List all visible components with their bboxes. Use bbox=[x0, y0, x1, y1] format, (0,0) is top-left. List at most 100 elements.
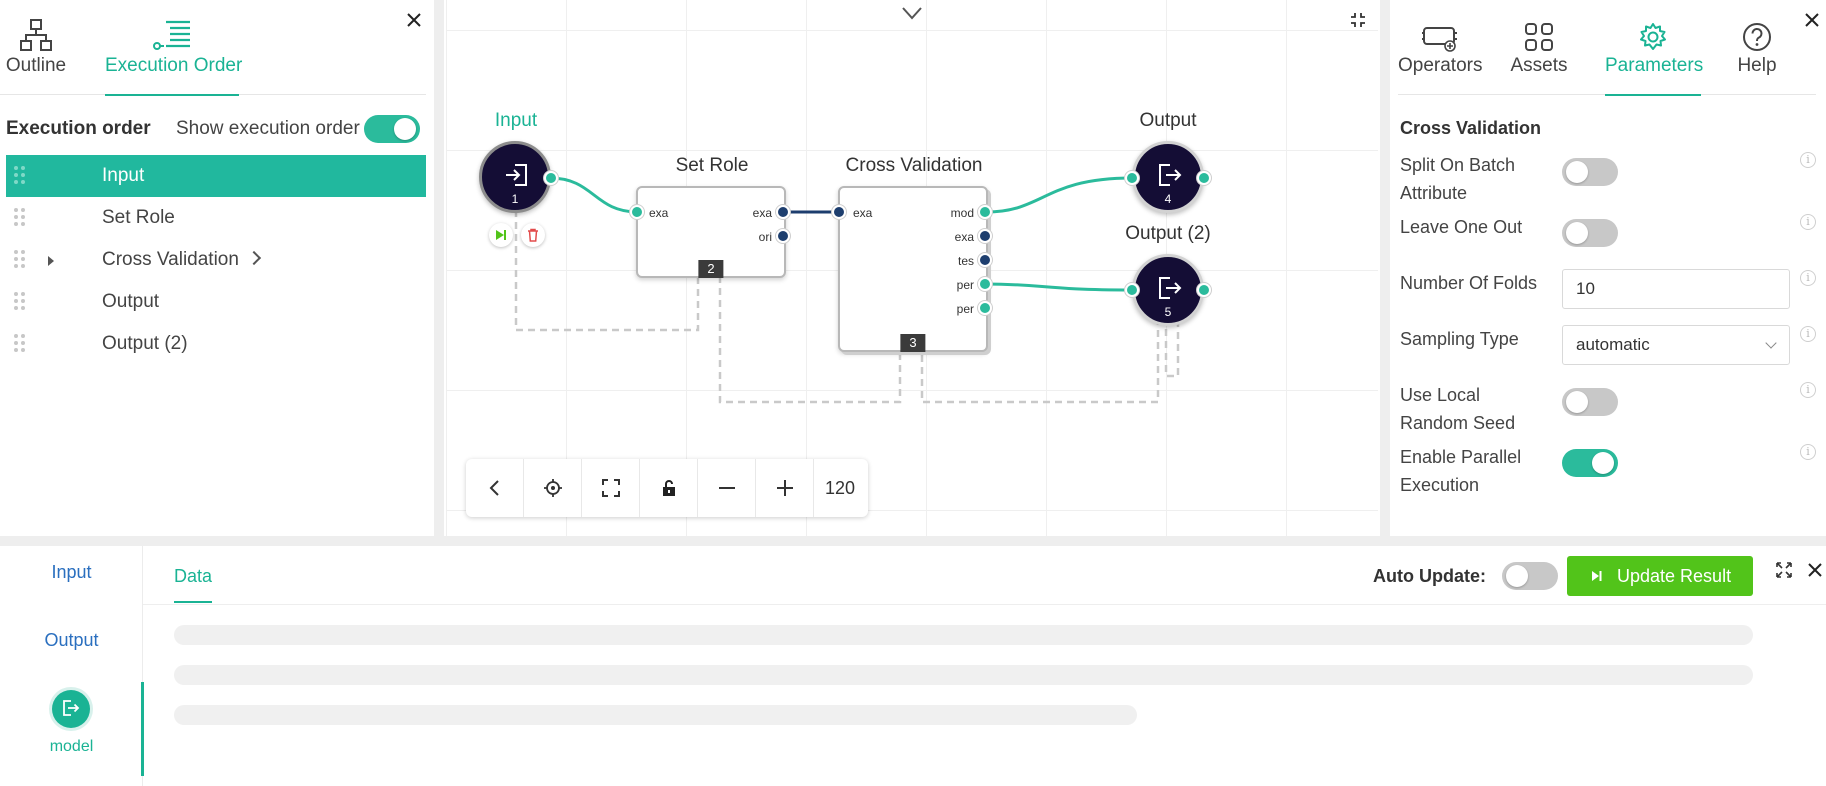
expand-panel-icon[interactable] bbox=[1776, 562, 1792, 578]
port-output-out[interactable] bbox=[1197, 171, 1211, 185]
node-output[interactable]: 4 bbox=[1132, 141, 1204, 213]
info-icon[interactable]: i bbox=[1800, 326, 1816, 342]
play-step-icon bbox=[1592, 571, 1602, 581]
toggle-knob bbox=[1566, 161, 1588, 183]
update-result-button[interactable]: Update Result bbox=[1567, 556, 1753, 596]
port-cv-out-mod[interactable] bbox=[978, 205, 992, 219]
node-input-label: Input bbox=[494, 110, 538, 131]
drag-handle-icon[interactable] bbox=[14, 250, 26, 270]
tab-operators[interactable]: Operators bbox=[1398, 0, 1482, 95]
port-output-2-in[interactable] bbox=[1125, 283, 1139, 297]
drag-handle-icon[interactable] bbox=[14, 292, 26, 312]
model-port-label: model bbox=[49, 738, 94, 755]
result-port-model[interactable]: model bbox=[0, 682, 144, 780]
port-cv-out-per-1[interactable] bbox=[978, 277, 992, 291]
port-output-in[interactable] bbox=[1125, 171, 1139, 185]
info-icon[interactable]: i bbox=[1800, 152, 1816, 168]
toggle-knob bbox=[1506, 565, 1528, 587]
process-canvas[interactable]: Input 1 Set Role exa exa ori 2 Cross Val… bbox=[446, 0, 1378, 536]
order-line bbox=[1164, 295, 1180, 378]
exec-item-set-role[interactable]: Set Role bbox=[6, 197, 426, 239]
node-output-label: Output bbox=[1139, 110, 1197, 131]
locate-button[interactable] bbox=[524, 459, 582, 517]
exec-item-output-2[interactable]: Output (2) bbox=[6, 323, 426, 365]
connection-wire bbox=[985, 282, 1133, 292]
active-indicator bbox=[141, 682, 144, 776]
node-input[interactable]: 1 bbox=[479, 141, 551, 213]
leave-one-out-toggle[interactable] bbox=[1562, 219, 1618, 247]
show-execution-order-toggle[interactable] bbox=[364, 115, 420, 143]
exec-item-output[interactable]: Output bbox=[6, 281, 426, 323]
sampling-type-select[interactable]: automatic bbox=[1562, 325, 1790, 365]
fullscreen-icon[interactable] bbox=[1350, 12, 1366, 28]
plus-icon bbox=[777, 480, 793, 496]
exec-item-input[interactable]: Input bbox=[6, 155, 426, 197]
chevron-left-icon bbox=[489, 480, 499, 496]
collapse-chevron-icon[interactable] bbox=[900, 4, 924, 22]
enable-parallel-toggle[interactable] bbox=[1562, 449, 1618, 477]
result-port-output[interactable]: Output bbox=[44, 630, 99, 650]
execution-order-header: Execution order Show execution order bbox=[6, 114, 420, 144]
minus-icon bbox=[719, 487, 735, 489]
back-button[interactable] bbox=[466, 459, 524, 517]
port-cv-out-exa[interactable] bbox=[978, 229, 992, 243]
bottom-splitter[interactable] bbox=[0, 536, 1826, 546]
port-set-role-in-exa[interactable] bbox=[630, 205, 644, 219]
port-output-2-out[interactable] bbox=[1197, 283, 1211, 297]
chevron-right-icon[interactable] bbox=[246, 250, 262, 266]
expand-caret-icon[interactable] bbox=[48, 256, 54, 266]
auto-update-toggle[interactable] bbox=[1502, 562, 1558, 590]
run-node-button[interactable] bbox=[489, 223, 513, 247]
node-set-role-label: Set Role bbox=[675, 155, 749, 176]
drag-handle-icon[interactable] bbox=[14, 166, 26, 186]
tab-outline-label: Outline bbox=[5, 55, 67, 76]
port-set-role-out-exa[interactable] bbox=[776, 205, 790, 219]
info-icon[interactable]: i bbox=[1800, 270, 1816, 286]
port-cv-out-per-2[interactable] bbox=[978, 301, 992, 315]
result-port-input[interactable]: Input bbox=[51, 562, 92, 582]
delete-node-button[interactable] bbox=[521, 223, 545, 247]
port-set-role-out-ori[interactable] bbox=[776, 229, 790, 243]
info-icon[interactable]: i bbox=[1800, 444, 1816, 460]
number-of-folds-input[interactable] bbox=[1562, 269, 1790, 309]
node-cross-validation[interactable]: exa mod exa tes per per 3 bbox=[838, 186, 988, 352]
tab-outline[interactable]: Outline bbox=[0, 0, 72, 95]
close-results-icon[interactable] bbox=[1805, 560, 1825, 580]
port-label: exa bbox=[853, 206, 873, 220]
port-label: per bbox=[956, 302, 974, 316]
fit-to-screen-button[interactable] bbox=[582, 459, 640, 517]
drag-handle-icon[interactable] bbox=[14, 208, 26, 228]
node-set-role[interactable]: exa exa ori 2 bbox=[636, 186, 786, 278]
fit-screen-icon bbox=[602, 479, 620, 497]
right-splitter[interactable] bbox=[1380, 0, 1390, 536]
info-icon[interactable]: i bbox=[1800, 382, 1816, 398]
tab-parameters[interactable]: Parameters bbox=[1605, 0, 1703, 96]
close-left-panel-icon[interactable] bbox=[403, 9, 425, 31]
use-local-seed-toggle[interactable] bbox=[1562, 388, 1618, 416]
node-output-2[interactable]: 5 bbox=[1132, 254, 1204, 326]
tab-assets[interactable]: Assets bbox=[1509, 0, 1569, 95]
drag-handle-icon[interactable] bbox=[14, 334, 26, 354]
tab-help[interactable]: Help bbox=[1732, 0, 1782, 95]
port-cv-out-tes[interactable] bbox=[978, 253, 992, 267]
port-input-out[interactable] bbox=[544, 171, 558, 185]
assets-grid-icon bbox=[1525, 23, 1553, 51]
info-icon[interactable]: i bbox=[1800, 214, 1816, 230]
zoom-out-button[interactable] bbox=[698, 459, 756, 517]
order-line bbox=[718, 276, 902, 404]
exec-item-cross-validation[interactable]: Cross Validation bbox=[6, 239, 426, 281]
tab-execution-order[interactable]: Execution Order bbox=[105, 0, 242, 96]
trash-icon bbox=[528, 228, 538, 242]
param-label-number-of-folds: Number Of Folds bbox=[1400, 273, 1538, 293]
port-cv-in-exa[interactable] bbox=[832, 205, 846, 219]
left-splitter[interactable] bbox=[434, 0, 444, 536]
close-right-panel-icon[interactable] bbox=[1801, 9, 1823, 31]
tab-data[interactable]: Data bbox=[174, 566, 213, 603]
zoom-in-button[interactable] bbox=[756, 459, 814, 517]
lock-button[interactable] bbox=[640, 459, 698, 517]
exec-item-label: Output bbox=[102, 291, 160, 312]
canvas-toolbar: 120 bbox=[466, 459, 868, 517]
port-label: per bbox=[956, 278, 974, 292]
outline-tree-icon bbox=[20, 19, 52, 51]
split-on-batch-toggle[interactable] bbox=[1562, 158, 1618, 186]
